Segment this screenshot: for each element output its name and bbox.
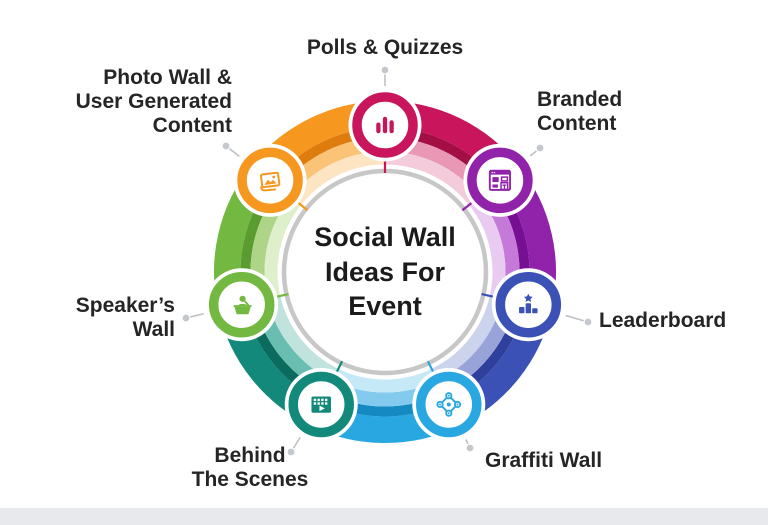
connector-branded-content bbox=[529, 144, 544, 157]
spray-network-icon bbox=[436, 392, 462, 417]
connector-dot bbox=[466, 444, 474, 452]
connector-graffiti-wall bbox=[465, 439, 474, 452]
bar-chart-icon bbox=[376, 116, 394, 134]
photo-wall-ugc-icon-badge bbox=[233, 143, 307, 217]
polls-quizzes-icon-badge bbox=[348, 88, 422, 162]
connector-polls-quizzes bbox=[381, 66, 389, 86]
label-leaderboard: Leaderboard bbox=[599, 309, 727, 332]
connector-dot bbox=[381, 66, 389, 74]
connector-speakers-wall bbox=[182, 312, 204, 322]
browser-ad-icon bbox=[488, 169, 511, 191]
branded-content-icon-badge bbox=[463, 143, 537, 217]
podium-star-icon bbox=[519, 293, 538, 314]
connector-dot bbox=[536, 144, 544, 152]
leaderboard-icon-badge bbox=[491, 268, 565, 342]
label-photo-wall-ugc: Photo Wall & User Generated Content bbox=[75, 66, 232, 137]
label-speakers-wall: Speaker’s Wall bbox=[75, 294, 175, 341]
center-title: Social Wall Ideas For Event bbox=[314, 222, 456, 322]
connector-photo-wall-ugc bbox=[222, 142, 240, 158]
label-branded-content: Branded Content bbox=[537, 88, 623, 135]
connector-behind-the-scenes bbox=[287, 436, 301, 456]
graffiti-wall-icon-badge bbox=[412, 367, 486, 441]
speakers-wall-icon-badge bbox=[205, 268, 279, 342]
label-behind-the-scenes: Behind The Scenes bbox=[191, 444, 309, 491]
connector-dot bbox=[287, 448, 295, 456]
clapperboard-icon bbox=[311, 396, 331, 413]
connector-dot bbox=[222, 142, 230, 150]
speaker-podium-icon bbox=[233, 295, 252, 315]
connector-dot bbox=[584, 318, 592, 326]
behind-the-scenes-icon-badge bbox=[284, 367, 358, 441]
label-polls-quizzes: Polls & Quizzes bbox=[306, 36, 464, 59]
footer-bar bbox=[0, 508, 768, 525]
label-graffiti-wall: Graffiti Wall bbox=[485, 449, 603, 472]
connector-dot bbox=[182, 314, 190, 322]
photo-stack-icon bbox=[259, 171, 281, 192]
connector-leaderboard bbox=[565, 314, 592, 326]
